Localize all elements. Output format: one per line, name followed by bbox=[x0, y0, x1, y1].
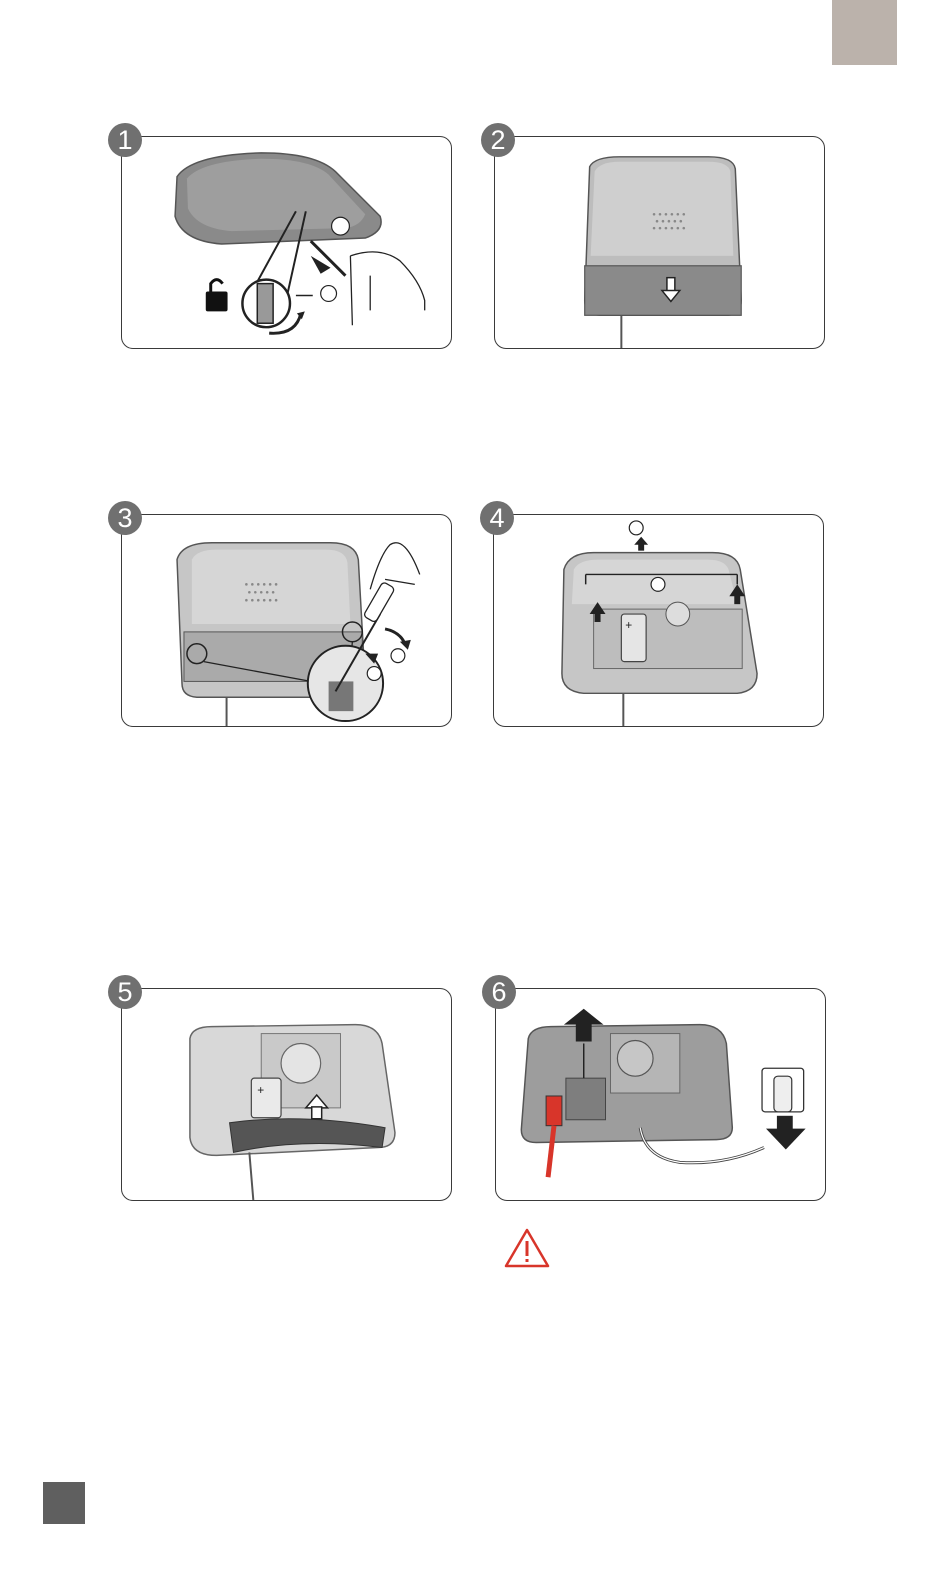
unlock-icon bbox=[206, 280, 228, 312]
step-6-panel: 6 bbox=[495, 988, 826, 1201]
step-number-badge: 4 bbox=[480, 501, 514, 535]
step-3-illustration bbox=[122, 515, 451, 726]
step-number-badge: 3 bbox=[108, 501, 142, 535]
step-number-badge: 1 bbox=[108, 123, 142, 157]
step-3-panel: 3 bbox=[121, 514, 452, 727]
step-2-illustration bbox=[495, 137, 824, 348]
step-number-badge: 5 bbox=[108, 975, 142, 1009]
step-6-illustration bbox=[496, 989, 825, 1200]
down-arrow-icon bbox=[766, 1116, 806, 1150]
battery-plus-sign: + bbox=[257, 1083, 264, 1097]
step-number-badge: 2 bbox=[481, 123, 515, 157]
warning-triangle-icon bbox=[503, 1227, 551, 1269]
step-5-illustration: + bbox=[122, 989, 451, 1200]
section-tab bbox=[832, 0, 897, 65]
step-number-badge: 6 bbox=[482, 975, 516, 1009]
step-4-panel: + 4 bbox=[493, 514, 824, 727]
step-5-panel: + 5 bbox=[121, 988, 452, 1201]
page-marker bbox=[43, 1482, 85, 1524]
battery-plus-sign: + bbox=[625, 618, 632, 632]
step-1-panel: 1 bbox=[121, 136, 452, 349]
step-4-illustration: + bbox=[494, 515, 823, 726]
plug-icon bbox=[762, 1068, 804, 1112]
step-1-illustration bbox=[122, 137, 451, 348]
step-2-panel: 2 bbox=[494, 136, 825, 349]
